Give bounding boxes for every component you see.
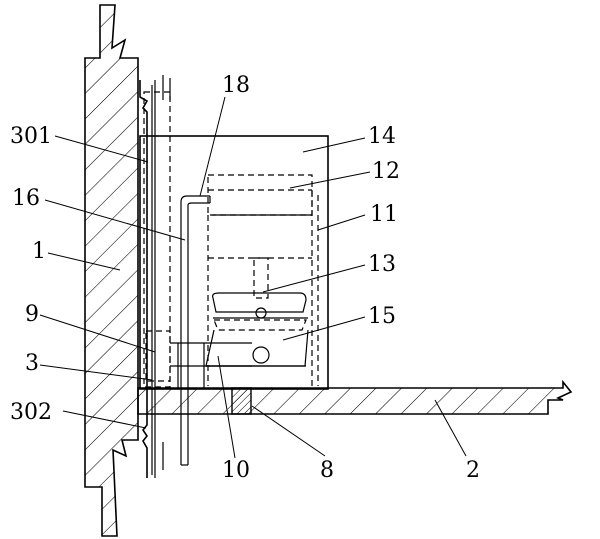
support-frame: [207, 190, 319, 386]
callout-3: 3: [25, 351, 39, 376]
callout-14: 14: [368, 124, 396, 149]
callout-9: 9: [25, 302, 39, 327]
callout-labels: 18 301 14 12 16 11 1 13 9 15 3 302 10 8 …: [10, 73, 480, 483]
callout-301: 301: [10, 124, 52, 149]
callout-15: 15: [368, 304, 396, 329]
callout-18: 18: [222, 73, 250, 98]
flush-valve: [253, 257, 269, 319]
callout-12: 12: [372, 159, 400, 184]
vertical-pipe: [180, 195, 211, 466]
toilet-bowl: [205, 292, 309, 367]
cabinet-housing: [139, 135, 329, 390]
floor-block: [231, 387, 252, 415]
leader-lines: [39, 96, 467, 459]
callout-2: 2: [466, 458, 480, 483]
callout-11: 11: [370, 202, 398, 227]
callout-10: 10: [222, 458, 250, 483]
callout-302: 302: [10, 400, 52, 425]
callout-8: 8: [320, 458, 334, 483]
floor-slab: [137, 379, 573, 415]
callout-13: 13: [368, 252, 396, 277]
callout-16: 16: [12, 186, 40, 211]
wall: [84, 4, 139, 537]
water-tank: [207, 174, 313, 216]
callout-1: 1: [32, 239, 46, 264]
drain-connection: [145, 330, 252, 388]
